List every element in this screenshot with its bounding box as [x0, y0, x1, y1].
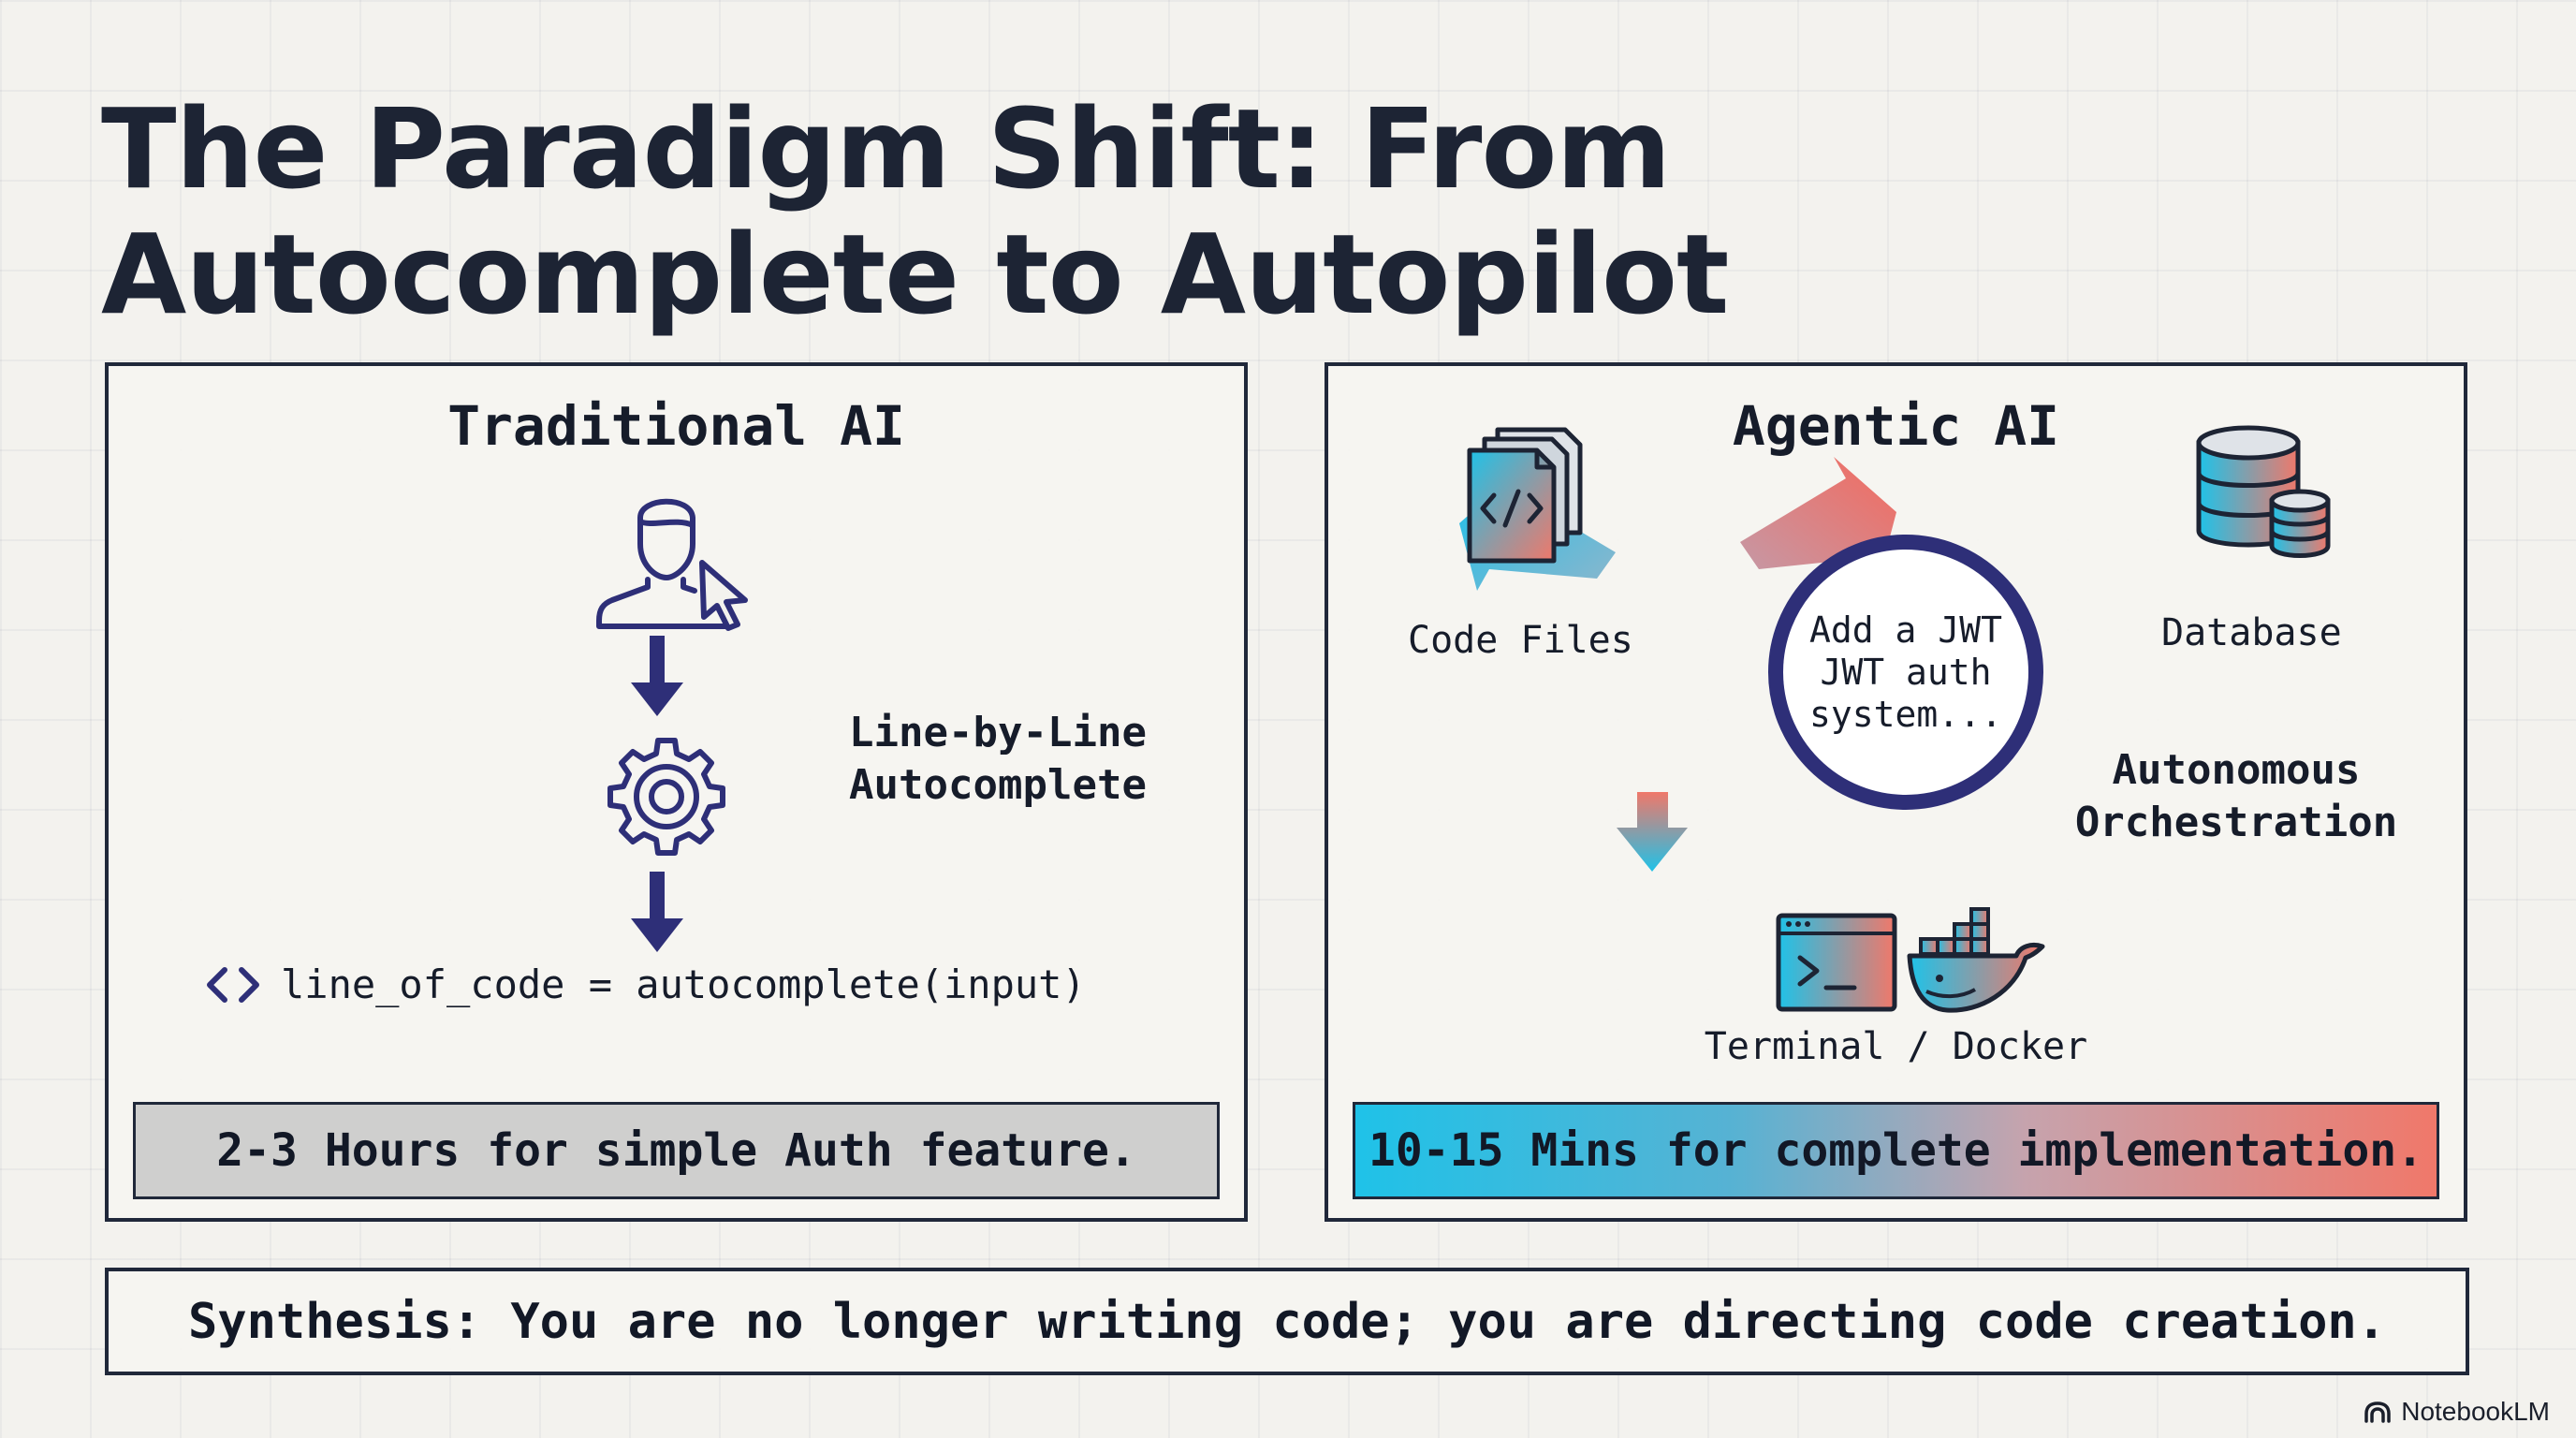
terminal-icon [1776, 913, 1897, 1012]
terminal-docker-label: Terminal / Docker [1704, 1025, 2088, 1068]
agentic-ai-title: Agentic AI [1732, 394, 2060, 458]
traditional-ai-title: Traditional AI [447, 394, 905, 458]
code-files-icon [1467, 427, 1583, 564]
agentic-time-bar: 10-15 Mins for complete implementation. [1353, 1102, 2439, 1199]
notebooklm-label: NotebookLM [2401, 1397, 2550, 1426]
line-by-line-label: Line-by-Line Autocomplete [849, 709, 1147, 809]
gear-icon [607, 738, 725, 856]
docker-whale-icon [1907, 907, 2045, 1013]
autonomous-orchestration-label: Autonomous Orchestration [2074, 746, 2398, 846]
notebooklm-branding: NotebookLM [2364, 1395, 2550, 1429]
agentic-ai-panel: Agentic AI [1325, 362, 2467, 1222]
task-prompt-text: Add a JWT JWT auth system... [1809, 609, 2002, 735]
traditional-ai-panel: Traditional AI Line-by-Line Autocomplete [105, 362, 1248, 1222]
database-label: Database [2161, 611, 2342, 654]
traditional-time-bar: 2-3 Hours for simple Auth feature. [133, 1102, 1220, 1199]
synthesis-statement: Synthesis: You are no longer writing cod… [105, 1268, 2469, 1375]
user-with-cursor-icon [596, 498, 748, 631]
notebooklm-logo-icon [2364, 1401, 2391, 1423]
page-title: The Paradigm Shift: From Autocomplete to… [101, 84, 1729, 339]
code-files-label: Code Files [1408, 619, 1633, 662]
code-brackets-icon [207, 966, 259, 1003]
arrow-down-icon [631, 872, 683, 952]
code-line: line_of_code = autocomplete(input) [206, 961, 1086, 1007]
code-text: line_of_code = autocomplete(input) [281, 961, 1086, 1007]
database-icon [2196, 425, 2331, 558]
arrow-down-icon [631, 636, 683, 716]
task-hub: Add a JWT JWT auth system... [1768, 535, 2043, 810]
